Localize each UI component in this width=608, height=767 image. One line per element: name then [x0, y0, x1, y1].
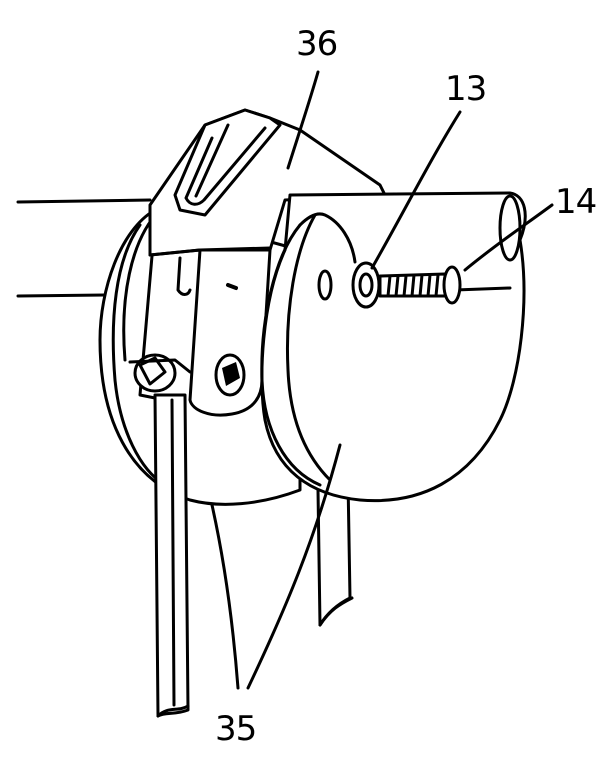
bracket — [138, 108, 387, 417]
label-35: 35 — [215, 709, 256, 749]
front-leg — [316, 478, 354, 627]
disc-slot — [317, 269, 333, 301]
washer-13 — [351, 261, 381, 309]
front-disc — [260, 191, 527, 503]
pivot-bolt — [128, 353, 246, 397]
marks — [226, 283, 238, 290]
shaft — [16, 198, 152, 298]
label-36: 36 — [296, 24, 337, 64]
leader-lines — [210, 70, 554, 690]
label-13: 13 — [445, 69, 486, 109]
label-14: 14 — [555, 182, 596, 222]
rear-leg — [153, 393, 190, 718]
bolt-14 — [378, 265, 462, 305]
